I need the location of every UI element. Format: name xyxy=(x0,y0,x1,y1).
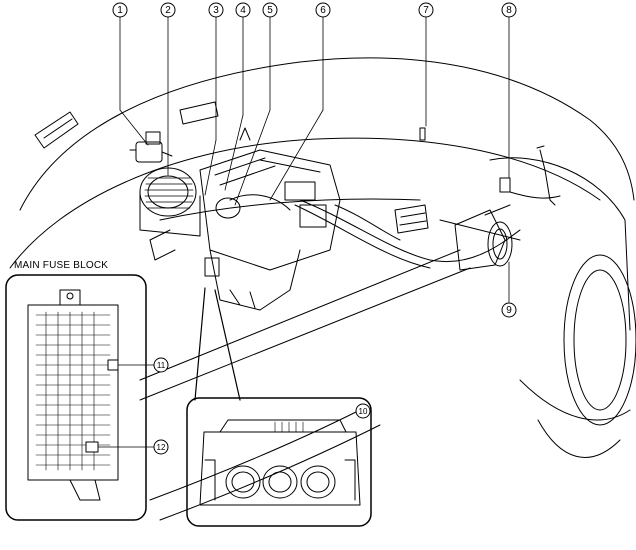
blower-unit xyxy=(139,167,201,237)
main-fuse-block-title: MAIN FUSE BLOCK xyxy=(14,260,109,271)
callout-3: 3 xyxy=(213,5,219,16)
callout-7: 7 xyxy=(423,5,429,16)
callout-11: 11 xyxy=(157,361,166,370)
callout-circles xyxy=(112,2,517,455)
compressor xyxy=(454,204,513,271)
main-fuse-block-inset xyxy=(5,274,147,521)
callout-10: 10 xyxy=(359,407,368,416)
callout-8: 8 xyxy=(506,5,512,16)
callout-2: 2 xyxy=(165,5,171,16)
pressure-sensor xyxy=(499,145,561,206)
callout-12: 12 xyxy=(157,443,166,452)
callout-5: 5 xyxy=(267,5,273,16)
wiring-harness xyxy=(294,127,521,269)
callout-6: 6 xyxy=(320,5,326,16)
climate-control-panel-inset xyxy=(186,397,372,527)
callout-4: 4 xyxy=(240,5,246,16)
callout-leaders xyxy=(95,16,510,448)
climate-control-unit xyxy=(149,127,341,311)
callout-1: 1 xyxy=(117,5,123,16)
actuator-1 xyxy=(129,131,173,163)
inset-pointer xyxy=(194,287,241,401)
callout-9: 9 xyxy=(506,305,512,316)
dashboard-outline xyxy=(9,57,636,521)
